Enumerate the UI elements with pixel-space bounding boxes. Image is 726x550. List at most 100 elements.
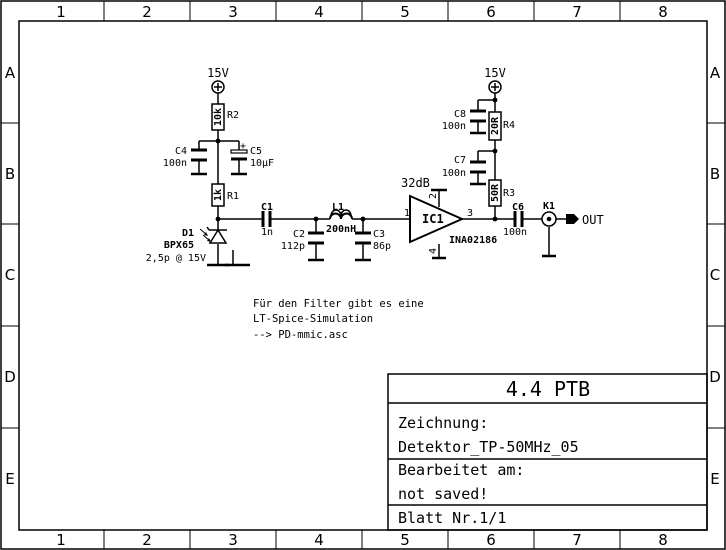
col-label: 7 bbox=[572, 3, 582, 21]
l1-name: L1 bbox=[332, 202, 344, 213]
inductor-l1: L1 200nH bbox=[326, 202, 356, 235]
col-label: 6 bbox=[486, 531, 496, 549]
title-block-title: 4.4 PTB bbox=[506, 377, 590, 401]
row-label: B bbox=[5, 165, 15, 183]
capacitor-c1: C1 1n bbox=[261, 202, 273, 238]
d1-note: 2,5p @ 15V bbox=[146, 253, 206, 264]
capacitor-c4: C4 100n bbox=[163, 146, 207, 176]
d1-value: BPX65 bbox=[164, 240, 194, 251]
col-label: 8 bbox=[658, 531, 668, 549]
c7-name: C7 bbox=[454, 155, 466, 166]
resistor-r4: 20R R4 bbox=[488, 111, 515, 141]
r1-value: 1k bbox=[213, 189, 224, 201]
amplifier-ic1: IC1 INA02186 32dB 1 3 2 4 bbox=[401, 176, 497, 260]
row-labels-left: A B C D E bbox=[4, 64, 16, 488]
photodiode-icon bbox=[208, 228, 228, 244]
c1-name: C1 bbox=[261, 202, 273, 213]
row-label: A bbox=[5, 64, 16, 82]
electrolytic-capacitor-icon bbox=[230, 149, 248, 154]
c5-value: 10µF bbox=[250, 158, 274, 169]
ic1-pin-top: 2 bbox=[428, 193, 439, 199]
edited-value: not saved! bbox=[398, 485, 488, 503]
ic1-pin-bottom: 4 bbox=[428, 248, 439, 254]
supply-icon bbox=[488, 80, 502, 94]
c5-name: C5 bbox=[250, 146, 262, 157]
ic1-name: IC1 bbox=[422, 212, 444, 226]
resistor-icon bbox=[488, 179, 502, 207]
supply-left: 15V bbox=[207, 66, 229, 94]
r3-name: R3 bbox=[503, 188, 515, 199]
c8-value: 100n bbox=[442, 121, 466, 132]
edited-label: Bearbeitet am: bbox=[398, 461, 524, 479]
k1-name: K1 bbox=[543, 201, 555, 212]
resistor-r2: 10k R2 bbox=[211, 103, 239, 131]
col-label: 8 bbox=[658, 3, 668, 21]
col-label: 5 bbox=[400, 3, 410, 21]
row-label: D bbox=[709, 368, 721, 386]
capacitor-c5: + C5 10µF bbox=[230, 141, 274, 176]
c7-value: 100n bbox=[442, 168, 466, 179]
row-label: D bbox=[4, 368, 16, 386]
ic1-gain: 32dB bbox=[401, 176, 430, 190]
col-label: 3 bbox=[228, 531, 238, 549]
col-label: 7 bbox=[572, 531, 582, 549]
l1-value: 200nH bbox=[326, 224, 356, 235]
c8-name: C8 bbox=[454, 109, 466, 120]
note-line-3: --> PD-mmic.asc bbox=[253, 329, 348, 341]
junctions bbox=[215, 97, 498, 222]
out-label: OUT bbox=[582, 213, 604, 227]
note-line-2: LT-Spice-Simulation bbox=[253, 313, 373, 325]
col-label: 1 bbox=[56, 531, 66, 549]
resistor-icon bbox=[211, 183, 225, 207]
col-label: 4 bbox=[314, 531, 324, 549]
r4-name: R4 bbox=[503, 120, 515, 131]
resistor-r3: 50R R3 bbox=[488, 179, 515, 207]
d1-name: D1 bbox=[182, 228, 194, 239]
capacitor-c2: C2 112p bbox=[281, 229, 324, 262]
c2-value: 112p bbox=[281, 241, 305, 252]
supply-left-label: 15V bbox=[207, 66, 229, 80]
ic1-pin-out: 3 bbox=[467, 208, 473, 219]
supply-right: 15V bbox=[484, 66, 506, 94]
c4-value: 100n bbox=[163, 158, 187, 169]
c3-value: 86p bbox=[373, 241, 391, 252]
capacitor-c6: C6 100n bbox=[503, 202, 527, 238]
column-labels-bottom: 1 2 3 4 5 6 7 8 bbox=[56, 531, 668, 549]
r1-name: R1 bbox=[227, 191, 239, 202]
col-label: 3 bbox=[228, 3, 238, 21]
row-label: C bbox=[5, 266, 15, 284]
capacitor-c8: C8 100n bbox=[442, 109, 486, 135]
note-line-1: Für den Filter gibt es eine bbox=[253, 298, 424, 310]
supply-right-label: 15V bbox=[484, 66, 506, 80]
ic1-pin-in: 1 bbox=[404, 208, 410, 219]
c3-name: C3 bbox=[373, 229, 385, 240]
inductor-icon bbox=[329, 212, 353, 220]
capacitor-c7: C7 100n bbox=[442, 155, 486, 186]
col-label: 2 bbox=[142, 531, 152, 549]
output-port: OUT bbox=[556, 213, 604, 227]
r4-value: 20R bbox=[490, 116, 501, 135]
resistor-icon bbox=[211, 103, 225, 131]
row-label: B bbox=[710, 165, 720, 183]
col-label: 5 bbox=[400, 531, 410, 549]
resistor-r1: 1k R1 bbox=[211, 183, 239, 207]
plus-icon: + bbox=[240, 141, 246, 152]
simulation-note: Für den Filter gibt es eine LT-Spice-Sim… bbox=[253, 298, 424, 341]
sheet-number: Blatt Nr.1/1 bbox=[398, 509, 506, 527]
r2-value: 10k bbox=[213, 108, 224, 126]
c2-name: C2 bbox=[293, 229, 305, 240]
col-label: 2 bbox=[142, 3, 152, 21]
drawing-label: Zeichnung: bbox=[398, 414, 488, 432]
c4-name: C4 bbox=[175, 146, 187, 157]
row-label: E bbox=[5, 470, 14, 488]
row-label: C bbox=[710, 266, 720, 284]
inner-frame bbox=[18, 20, 708, 531]
drawing-name: Detektor_TP-50MHz_05 bbox=[398, 438, 579, 456]
c6-name: C6 bbox=[512, 202, 524, 213]
row-label: E bbox=[710, 470, 719, 488]
col-label: 1 bbox=[56, 3, 66, 21]
capacitor-c3: C3 86p bbox=[355, 229, 391, 262]
output-arrow-icon bbox=[566, 214, 579, 224]
